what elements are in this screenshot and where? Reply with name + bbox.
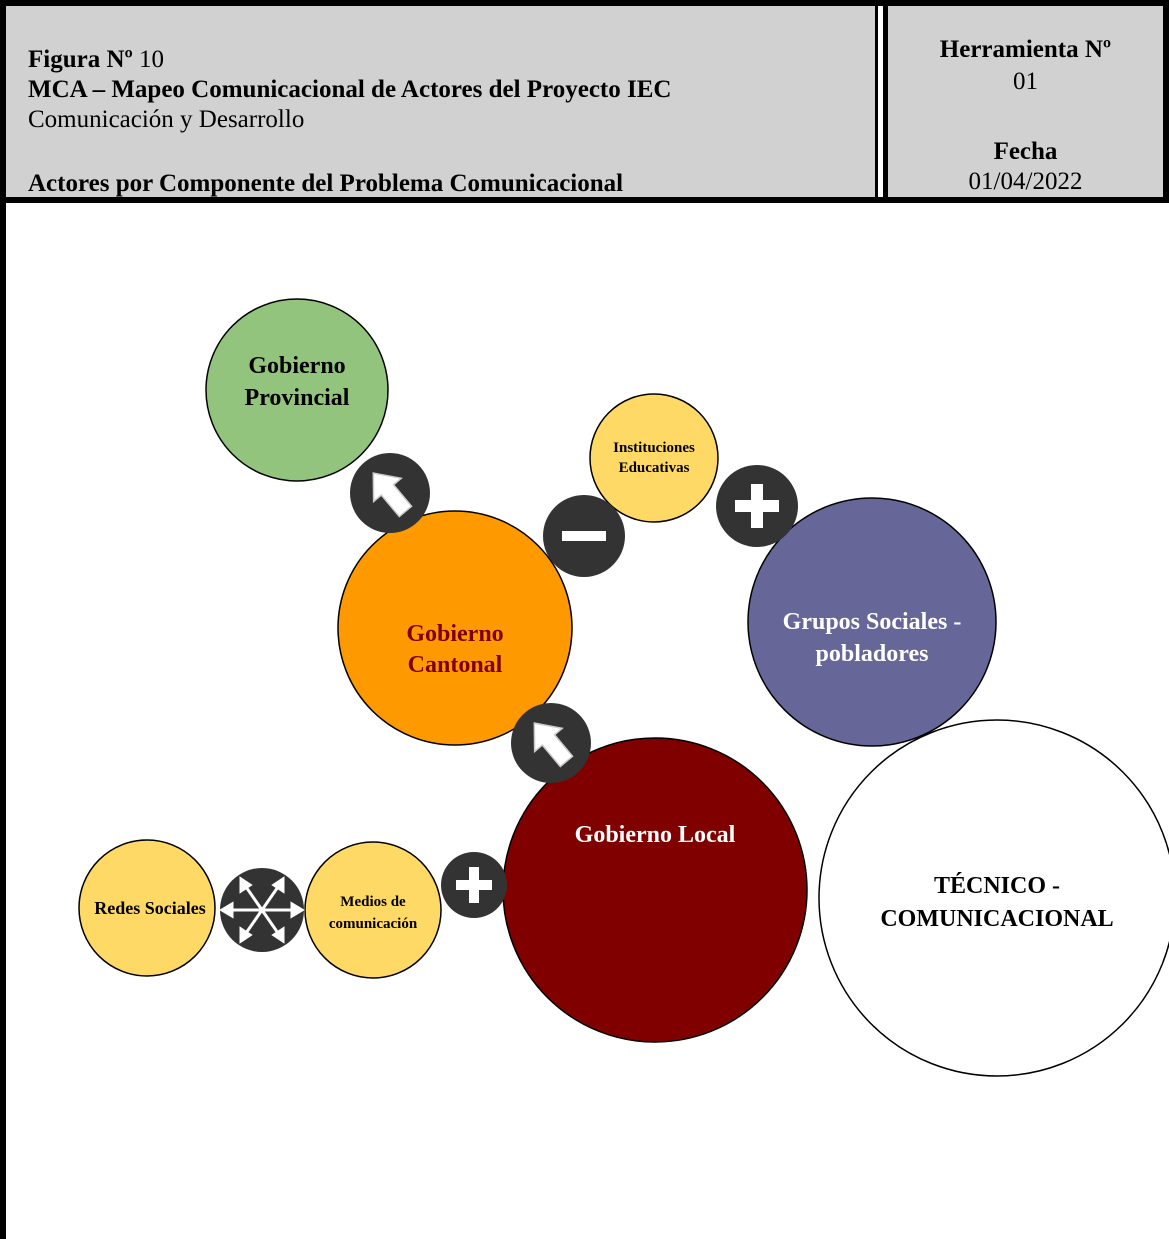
badge-provincial-cantonal [350,453,430,533]
node-label: Instituciones [613,440,695,456]
node-label: pobladores [816,641,929,667]
node-gobierno-cantonal: Gobierno Cantonal [337,510,573,746]
date-value: 01/04/2022 [968,168,1083,195]
node-label: Cantonal [408,652,503,678]
header-meta-cell: Herramienta Nº 01 Fecha 01/04/2022 [888,6,1163,197]
node-label: Redes Sociales [94,898,206,918]
plus-icon [735,484,779,528]
node-gobierno-local: Gobierno Local [502,737,808,1043]
table-border-right [1163,0,1169,203]
badge-cantonal-instituciones [543,495,625,577]
badge-redes-medios [219,868,305,952]
node-gobierno-provincial-circle [205,298,389,482]
date-label: Fecha [993,138,1058,165]
document-subtitle: Comunicación y Desarrollo [28,106,305,133]
figure-label: Figura Nº [28,46,133,73]
badge-cantonal-local [511,703,591,783]
node-label: Educativas [619,460,690,476]
table-border-top [0,0,1169,6]
minus-icon [562,531,606,541]
table-border-left [0,0,6,1239]
table-border-mid [0,197,1169,203]
arrow-up-left-icon [372,472,413,518]
node-redes-sociales: Redes Sociales [78,839,216,977]
node-grupos-sociales: Grupos Sociales - pobladores [747,497,997,747]
figure-number-value: 10 [139,46,165,73]
bidirectional-arrows-icon [219,876,305,944]
table-divider-a [875,0,878,203]
badge-medios-local [441,852,507,918]
tool-label: Herramienta Nº [939,36,1112,63]
node-label: Medios de [340,894,406,910]
header-title-cell: Figura Nº 10 MCA – Mapeo Comunicacional … [6,6,875,197]
arrow-up-left-icon [533,722,574,768]
node-label: Grupos Sociales - [783,609,962,635]
section-title: Actores por Componente del Problema Comu… [28,170,624,197]
node-label: COMUNICACIONAL [880,906,1113,932]
node-gobierno-cantonal-circle [337,510,573,746]
tool-number: 01 [1013,68,1038,95]
node-gobierno-local-circle [502,737,808,1043]
node-label: Gobierno [406,621,503,647]
figure-number: Figura Nº 10 [28,46,164,74]
node-grupos-sociales-circle [747,497,997,747]
node-tecnico-comunicacional-circle [818,719,1169,1077]
node-gobierno-provincial: Gobierno Provincial [205,298,389,482]
node-label: Gobierno Local [575,822,736,848]
document-title: MCA – Mapeo Comunicacional de Actores de… [28,76,672,103]
node-medios-comunicacion: Medios de comunicación [304,841,442,979]
node-medios-comunicacion-circle [304,841,442,979]
node-instituciones-educativas-circle [589,393,719,523]
plus-icon [456,867,492,903]
node-instituciones-educativas: Instituciones Educativas [589,393,719,523]
node-label: Provincial [245,385,350,411]
table-divider-b [883,0,888,203]
node-label: comunicación [329,916,418,932]
node-tecnico-comunicacional: TÉCNICO - COMUNICACIONAL [818,719,1169,1077]
node-label: TÉCNICO - [934,873,1060,899]
node-label: Gobierno [248,353,345,379]
badge-instituciones-grupos [716,465,798,547]
node-redes-sociales-circle [78,839,216,977]
